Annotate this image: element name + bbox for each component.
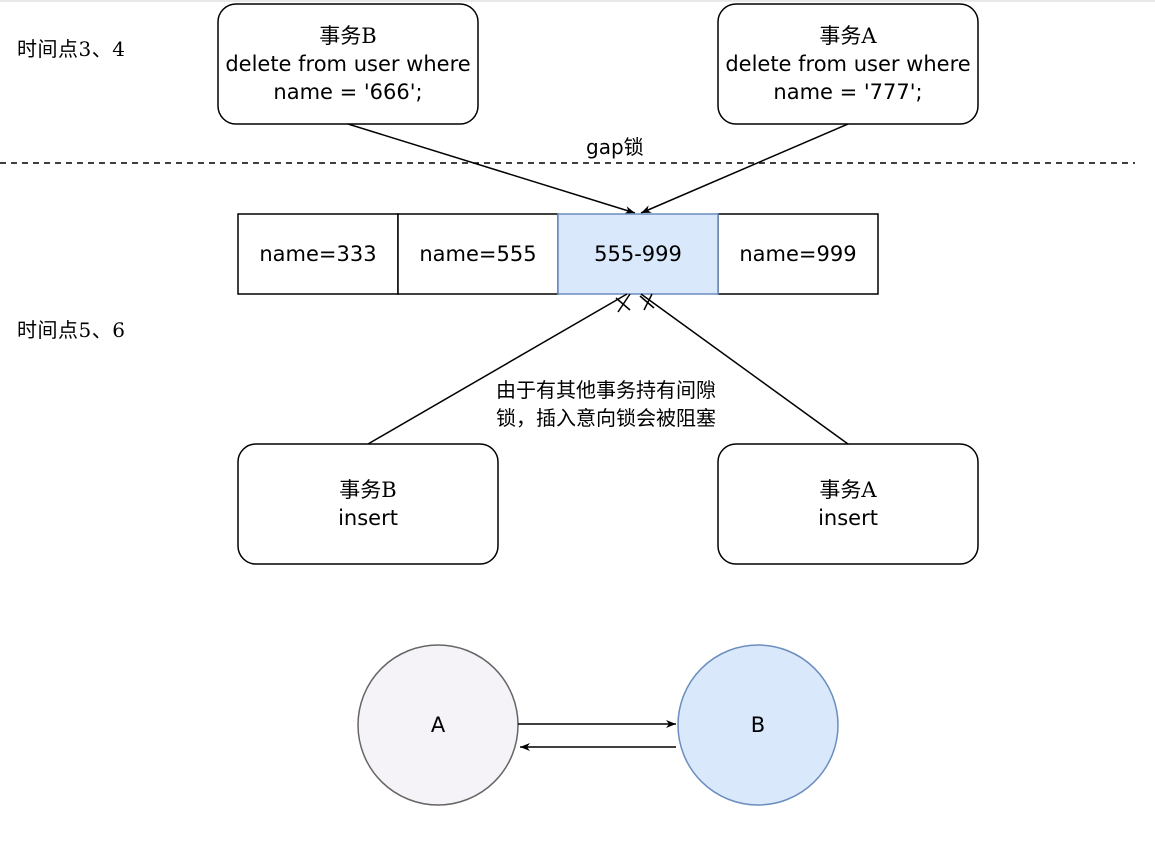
delete-tx-a-title: 事务A — [819, 24, 877, 48]
insert-tx-a-box[interactable] — [717, 443, 979, 565]
delete-tx-b-line1: delete from user where — [225, 52, 471, 76]
blocked-insert-line-b — [367, 293, 628, 445]
blocked-note: 由于有其他事务持有间隙 锁，插入意向锁会被阻塞 — [496, 376, 786, 432]
gap-lock-arrow-a — [640, 123, 849, 214]
gap-lock-label: gap锁 — [586, 135, 644, 159]
blocked-insert-line-a — [640, 293, 849, 445]
insert-tx-a-title: 事务A — [819, 478, 877, 502]
index-cell-555-label: name=555 — [419, 242, 537, 266]
insert-tx-b-text: 事务B insert — [238, 444, 498, 564]
deadlock-node-b[interactable] — [677, 644, 839, 806]
stage-label-5-6: 时间点5、6 — [17, 318, 126, 342]
insert-tx-b-title: 事务B — [339, 478, 397, 502]
index-cell-555[interactable] — [397, 213, 559, 295]
delete-tx-b-line2: name = '666'; — [273, 80, 423, 104]
insert-tx-a-text: 事务A insert — [718, 444, 978, 564]
delete-tx-a-line1: delete from user where — [725, 52, 971, 76]
index-cell-999-label: name=999 — [739, 242, 857, 266]
stage-label-3-4: 时间点3、4 — [17, 37, 126, 61]
gap-cell-555-999[interactable] — [557, 213, 719, 295]
delete-tx-b-text: 事务B delete from user where name = '666'; — [218, 4, 478, 124]
deadlock-node-a-label: A — [430, 713, 446, 737]
gap-lock-arrow-b — [347, 123, 636, 214]
delete-tx-b-title: 事务B — [319, 24, 377, 48]
delete-tx-a-line2: name = '777'; — [773, 80, 923, 104]
insert-tx-a-line1: insert — [818, 506, 878, 530]
deadlock-node-a[interactable] — [357, 644, 519, 806]
blocked-marker-a — [639, 293, 655, 311]
insert-tx-b-line1: insert — [338, 506, 398, 530]
blocked-marker-b — [615, 293, 631, 313]
blocked-note-line2: 锁，插入意向锁会被阻塞 — [496, 406, 716, 430]
deadlock-node-b-label: B — [750, 713, 766, 737]
gap-cell-label: 555-999 — [594, 242, 682, 266]
index-cell-999[interactable] — [717, 213, 879, 295]
insert-tx-b-box[interactable] — [237, 443, 499, 565]
index-cell-333[interactable] — [237, 213, 399, 295]
blocked-note-line1: 由于有其他事务持有间隙 — [496, 378, 716, 402]
index-cell-333-label: name=333 — [259, 242, 377, 266]
delete-tx-a-text: 事务A delete from user where name = '777'; — [718, 4, 978, 124]
